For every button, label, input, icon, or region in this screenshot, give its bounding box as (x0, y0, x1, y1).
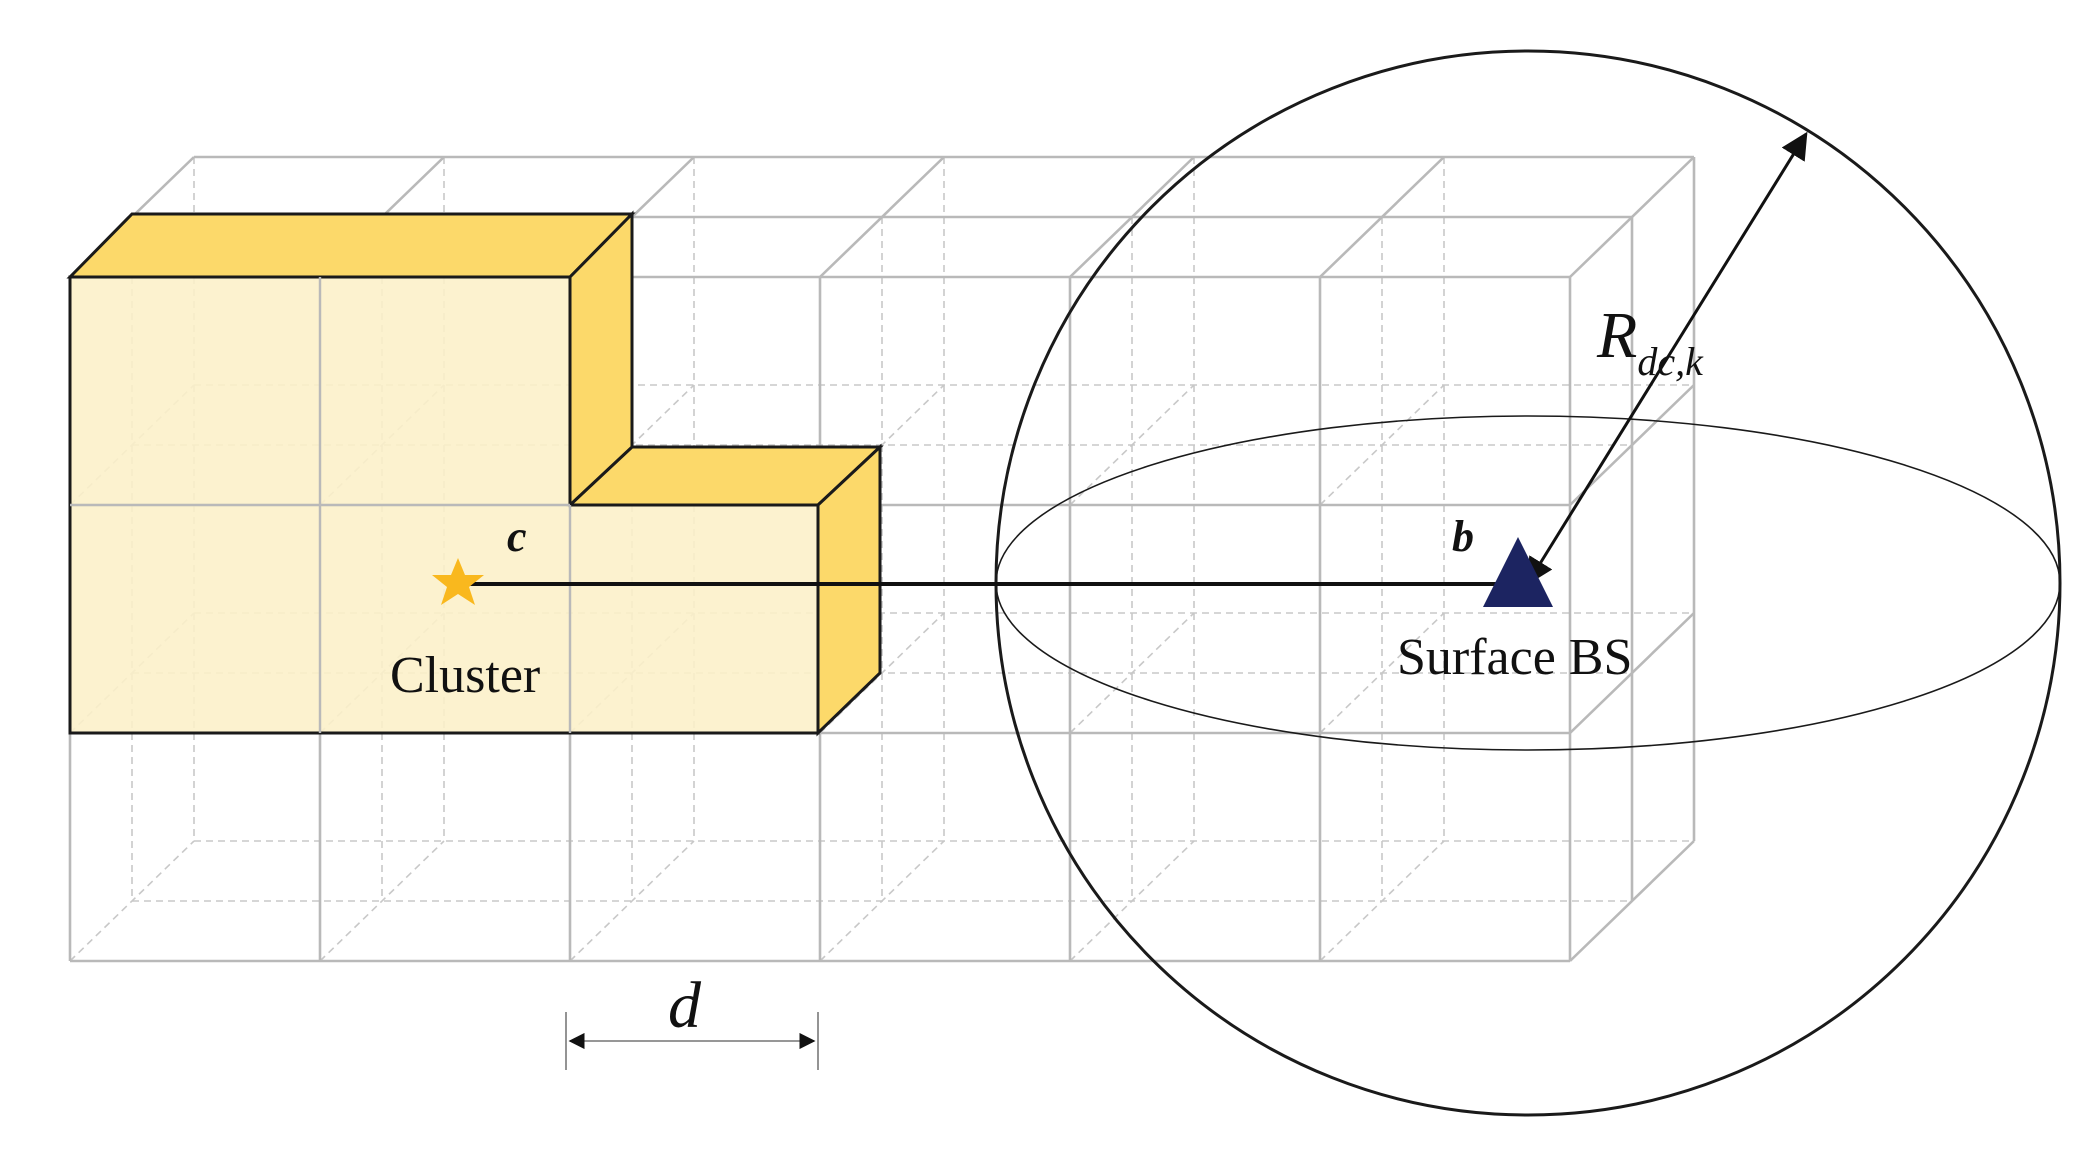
radius-label-main: R (1596, 299, 1637, 372)
grid-hidden-depth (69, 840, 195, 962)
grid-top-depth (1069, 156, 1195, 278)
cluster-star-icon (432, 558, 484, 605)
grid-top-depth (819, 156, 945, 278)
bs-point-label: b (1452, 512, 1474, 561)
radius-label-subscript: dc,k (1637, 339, 1704, 384)
cluster-point-label: c (507, 512, 527, 561)
cluster-inner-grid (70, 277, 572, 733)
grid-hidden-depth (1319, 840, 1445, 962)
cell-size-dimension (565, 1012, 819, 1070)
cluster-name-label: Cluster (390, 647, 540, 704)
grid-hidden-depth (1069, 384, 1195, 506)
grid-hidden-depth (1319, 612, 1445, 734)
radius-label: Rdc,k (1596, 299, 1704, 384)
grid-hidden-depth (819, 840, 945, 962)
cell-size-label: d (668, 969, 702, 1042)
cluster-top-face-left (66, 212, 636, 279)
grid-hidden-depth (569, 840, 695, 962)
grid-hidden-depth (1069, 612, 1195, 734)
grid-right-depth (1569, 612, 1695, 734)
radius-arrow (1526, 131, 1808, 586)
grid-hidden-depth (1069, 840, 1195, 962)
grid-top-depth (1319, 156, 1445, 278)
grid-hidden-depth (1319, 384, 1445, 506)
cluster-block (66, 210, 884, 737)
base-station-triangle-icon (1483, 537, 1553, 607)
grid-hidden-depth (319, 840, 445, 962)
bs-name-label: Surface BS (1397, 629, 1632, 686)
grid-right-depth (1569, 840, 1695, 962)
